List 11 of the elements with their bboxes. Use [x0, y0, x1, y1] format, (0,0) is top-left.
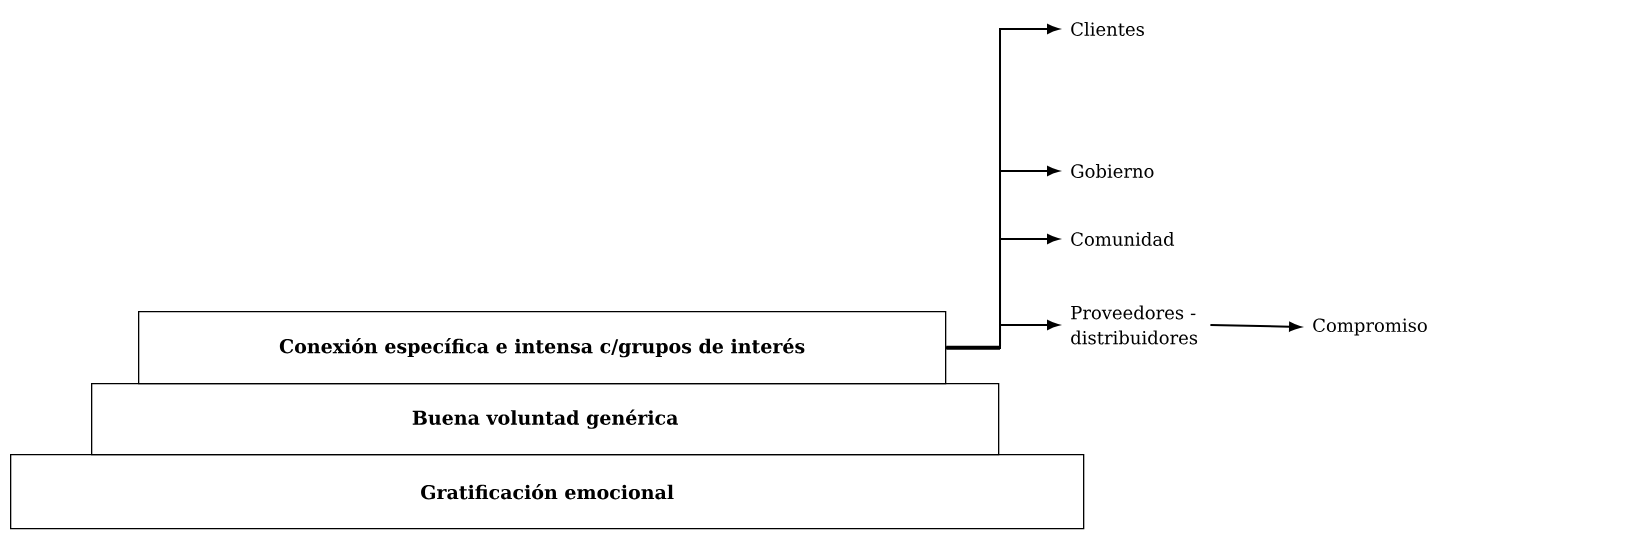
step-box: Conexión específica e intensa c/grupos de interés [138, 311, 947, 385]
group-label: Clientes [1071, 22, 1144, 36]
arrow [1209, 321, 1301, 332]
step-box: Buena voluntad genérica [91, 383, 1000, 456]
group-label: Comunidad [1071, 232, 1175, 246]
group-label: Proveedores - distribuidores [1071, 305, 1198, 345]
group-label: Gobierno [1071, 164, 1154, 178]
connector-stub [946, 345, 1000, 350]
arrow [945, 320, 1059, 349]
step-box: Gratificación emocional [10, 454, 1085, 530]
group-label: Compromiso [1313, 318, 1427, 336]
